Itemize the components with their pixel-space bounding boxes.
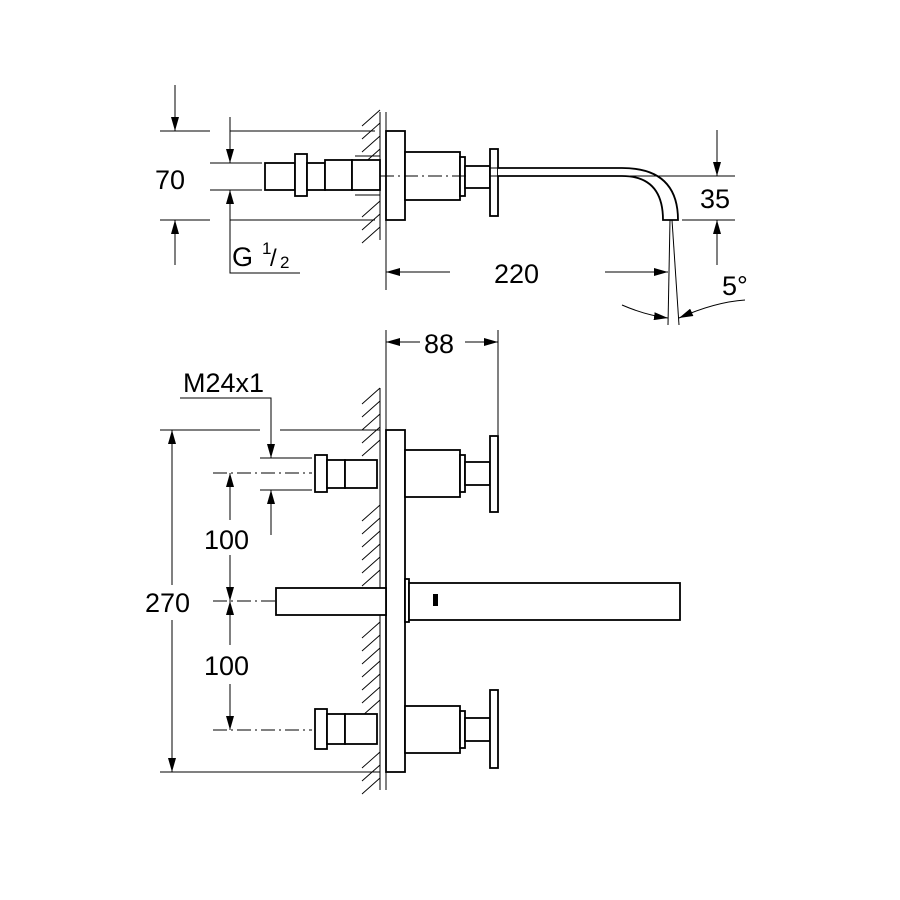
front-view: 88 M24x1 xyxy=(145,329,681,795)
dim-angle: 5° xyxy=(722,271,748,301)
side-view: 70 G 1 / 2 35 220 5° xyxy=(155,85,748,326)
wall-plate xyxy=(385,429,406,773)
thread-m24: M24x1 xyxy=(183,368,264,398)
handle xyxy=(489,148,499,217)
dim-220: 220 xyxy=(494,259,539,289)
thread-g: G xyxy=(232,242,253,272)
cold-valve xyxy=(314,689,499,769)
hot-valve xyxy=(314,435,499,513)
dim-100-lower: 100 xyxy=(204,651,249,681)
dim-100-upper: 100 xyxy=(204,525,249,555)
dim-35: 35 xyxy=(700,184,730,214)
dim-270: 270 xyxy=(145,588,190,618)
dim-70: 70 xyxy=(155,165,185,195)
spout xyxy=(498,167,679,221)
svg-text:/: / xyxy=(270,245,277,272)
thread-num: 1 xyxy=(262,239,271,258)
spout xyxy=(408,582,681,621)
thread-den: 2 xyxy=(280,253,289,272)
dim-88: 88 xyxy=(424,329,454,359)
